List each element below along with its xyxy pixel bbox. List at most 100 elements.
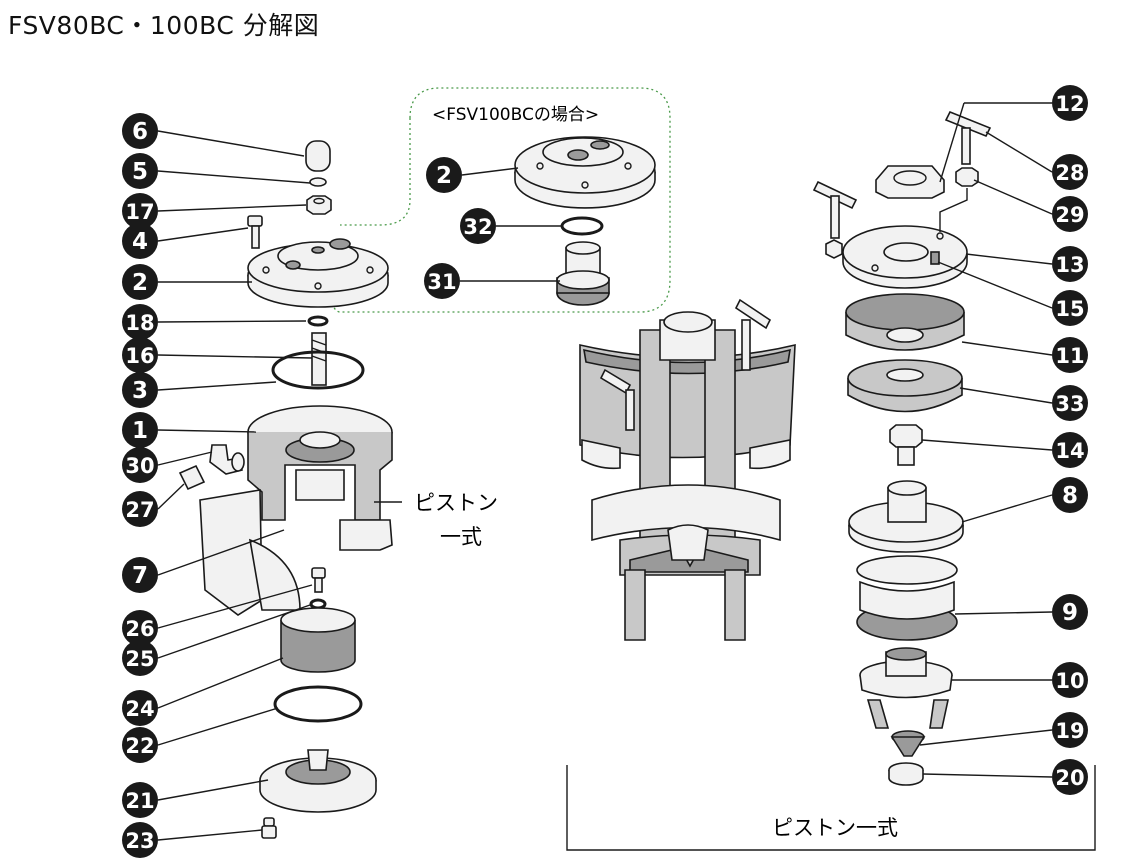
callout-badge bbox=[122, 822, 158, 858]
callout-2: 2 bbox=[122, 264, 158, 300]
part-16-pilot-stem bbox=[311, 332, 327, 386]
callout-31: 31 bbox=[424, 263, 460, 299]
callout-number: 18 bbox=[125, 311, 154, 335]
part-1-valve-body bbox=[199, 405, 393, 616]
part-15-screw bbox=[930, 251, 940, 265]
part-3-o-ring bbox=[271, 350, 365, 390]
part-18-o-ring bbox=[307, 315, 329, 327]
callout-8: 8 bbox=[1052, 477, 1088, 513]
callout-badge bbox=[122, 640, 158, 676]
callout-badge bbox=[1052, 759, 1088, 795]
part-2-cover bbox=[247, 238, 389, 308]
callout-badge bbox=[460, 208, 496, 244]
part-21-bottom-cover bbox=[259, 749, 377, 813]
callout-badge bbox=[1052, 432, 1088, 468]
callout-badge bbox=[122, 491, 158, 527]
callout-badge bbox=[122, 727, 158, 763]
callout-25: 25 bbox=[122, 640, 158, 676]
callout-badge bbox=[122, 610, 158, 646]
callout-number: 2 bbox=[436, 163, 452, 189]
callout-7: 7 bbox=[122, 557, 158, 593]
callout-badge bbox=[122, 412, 158, 448]
part-26-bolt bbox=[311, 567, 326, 593]
part-25-washer bbox=[309, 598, 327, 610]
callout-badge bbox=[1052, 337, 1088, 373]
inset-part-31-adapter bbox=[556, 241, 610, 306]
callout-30: 30 bbox=[122, 447, 158, 483]
callout-number: 30 bbox=[125, 454, 154, 478]
callout-number: 7 bbox=[132, 563, 148, 589]
part-5-spring-washer bbox=[309, 177, 327, 187]
callout-number: 2 bbox=[132, 270, 148, 296]
callout-19: 19 bbox=[1052, 712, 1088, 748]
inset-part-32-o-ring bbox=[560, 216, 604, 236]
callout-badge bbox=[122, 372, 158, 408]
part-24-cylinder bbox=[280, 607, 356, 673]
callout-badge bbox=[122, 447, 158, 483]
page-title: FSV80BC・100BC 分解図 bbox=[8, 11, 320, 40]
callout-badge bbox=[122, 304, 158, 340]
piston-bracket bbox=[566, 765, 1096, 851]
callout-badge bbox=[1052, 662, 1088, 698]
callout-32: 32 bbox=[460, 208, 496, 244]
callout-28: 28 bbox=[1052, 154, 1088, 190]
part-28-nut-large bbox=[875, 165, 945, 199]
piston-label-line2: 一式 bbox=[440, 525, 482, 549]
callout-badge bbox=[426, 157, 462, 193]
callout-number: 20 bbox=[1055, 766, 1084, 790]
callout-number: 9 bbox=[1062, 600, 1078, 626]
callout-10: 10 bbox=[1052, 662, 1088, 698]
callout-number: 28 bbox=[1055, 161, 1084, 185]
callout-27: 27 bbox=[122, 491, 158, 527]
callout-4: 4 bbox=[122, 223, 158, 259]
callout-21: 21 bbox=[122, 782, 158, 818]
callout-1: 1 bbox=[122, 412, 158, 448]
callout-badge bbox=[424, 263, 460, 299]
callout-number: 14 bbox=[1055, 439, 1084, 463]
part-11-diaphragm bbox=[845, 293, 965, 351]
callout-number: 21 bbox=[125, 789, 154, 813]
part-4-bolt bbox=[247, 215, 263, 249]
callout-2: 2 bbox=[426, 157, 462, 193]
part-13-plate bbox=[842, 225, 968, 289]
part-12-handle bbox=[944, 110, 992, 165]
callout-badge bbox=[1052, 85, 1088, 121]
part-19-cone bbox=[890, 730, 926, 757]
piston-label-line1: ピストン bbox=[414, 491, 498, 515]
callout-badge bbox=[1052, 385, 1088, 421]
callout-badge bbox=[122, 113, 158, 149]
part-30-elbow bbox=[209, 444, 245, 475]
inset-part-2-cover bbox=[514, 136, 656, 209]
callout-18: 18 bbox=[122, 304, 158, 340]
callout-number: 5 bbox=[132, 159, 148, 185]
callout-number: 31 bbox=[427, 270, 456, 294]
part-6-cap bbox=[305, 140, 331, 172]
part-10-seat bbox=[859, 647, 953, 729]
callout-11: 11 bbox=[1052, 337, 1088, 373]
part-23-drain-plug bbox=[261, 817, 277, 839]
part-29-small-nut bbox=[955, 167, 979, 187]
leader-lines bbox=[157, 102, 1053, 841]
callout-14: 14 bbox=[1052, 432, 1088, 468]
callout-number: 19 bbox=[1055, 719, 1084, 743]
callout-number: 3 bbox=[132, 378, 148, 404]
callout-badge bbox=[122, 223, 158, 259]
callout-badge bbox=[122, 193, 158, 229]
callout-number: 13 bbox=[1055, 253, 1084, 277]
callout-badge bbox=[122, 264, 158, 300]
callout-number: 22 bbox=[125, 734, 154, 758]
part-27-plug bbox=[178, 464, 206, 491]
part-20-ring-nut bbox=[888, 762, 924, 786]
callout-badge bbox=[1052, 477, 1088, 513]
part-22-gasket bbox=[273, 685, 363, 723]
callout-number: 16 bbox=[125, 344, 154, 368]
callout-badge bbox=[122, 153, 158, 189]
inset-label: <FSV100BCの場合> bbox=[432, 105, 599, 125]
part-handle-left bbox=[812, 180, 858, 259]
callout-3: 3 bbox=[122, 372, 158, 408]
callout-20: 20 bbox=[1052, 759, 1088, 795]
callout-9: 9 bbox=[1052, 594, 1088, 630]
inset-border bbox=[329, 87, 671, 313]
callout-badge bbox=[1052, 246, 1088, 282]
